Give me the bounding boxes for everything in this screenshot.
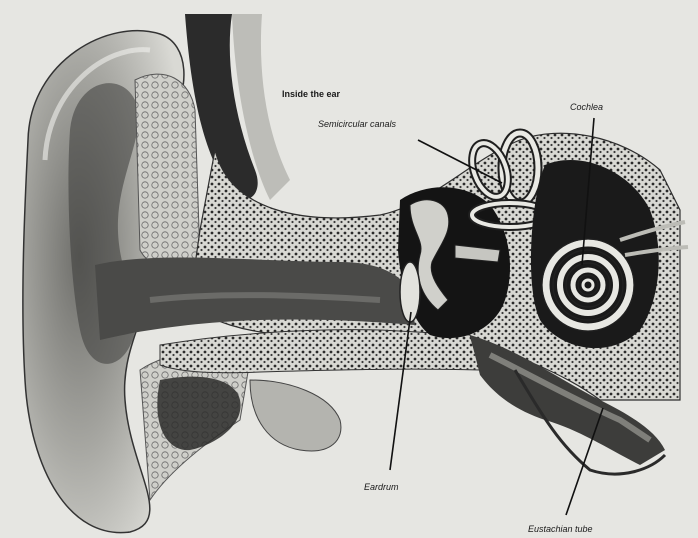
- label-eustachian-tube: Eustachian tube: [528, 524, 593, 534]
- cartilage-cells: [135, 74, 200, 269]
- label-cochlea: Cochlea: [570, 102, 603, 112]
- label-eardrum: Eardrum: [364, 482, 399, 492]
- lower-bone: [160, 330, 480, 373]
- label-semicircular-canals: Semicircular canals: [318, 119, 396, 129]
- lower-dark-tissue: [157, 377, 240, 451]
- figure-title: Inside the ear: [282, 89, 340, 99]
- eardrum-membrane: [400, 262, 420, 322]
- lower-tissue: [250, 380, 341, 451]
